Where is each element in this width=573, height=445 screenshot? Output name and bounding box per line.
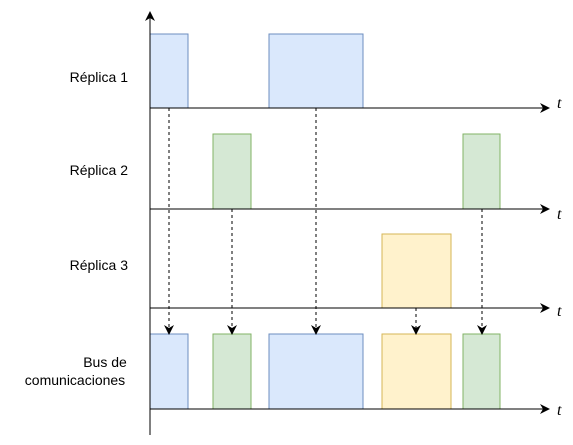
replica-1-pulse-2 bbox=[268, 33, 364, 109]
bus-t-label: t bbox=[557, 402, 562, 419]
bus-label-line-1: Bus de bbox=[83, 354, 127, 370]
replica-3-pulse-1 bbox=[381, 233, 452, 309]
replica-2-pulse-1 bbox=[212, 133, 252, 210]
replica-2-label: Réplica 2 bbox=[70, 162, 129, 178]
replica-1-t-label: t bbox=[557, 95, 562, 112]
replica-2-pulse-2 bbox=[462, 133, 501, 210]
replica-3-label: Réplica 3 bbox=[70, 257, 129, 273]
replica-1-pulse-1 bbox=[149, 33, 189, 109]
bus-pulse-4 bbox=[381, 333, 452, 410]
replica-2-t-label: t bbox=[557, 206, 562, 223]
bus-pulse-5 bbox=[462, 333, 501, 410]
replica-1-label: Réplica 1 bbox=[70, 69, 129, 85]
bus-pulse-2 bbox=[212, 333, 252, 410]
bus-label-line-2: comunicaciones bbox=[25, 372, 125, 388]
replica-3-t-label: t bbox=[557, 303, 562, 320]
bus-pulse-1 bbox=[149, 333, 189, 410]
bus-pulse-3 bbox=[268, 333, 364, 410]
